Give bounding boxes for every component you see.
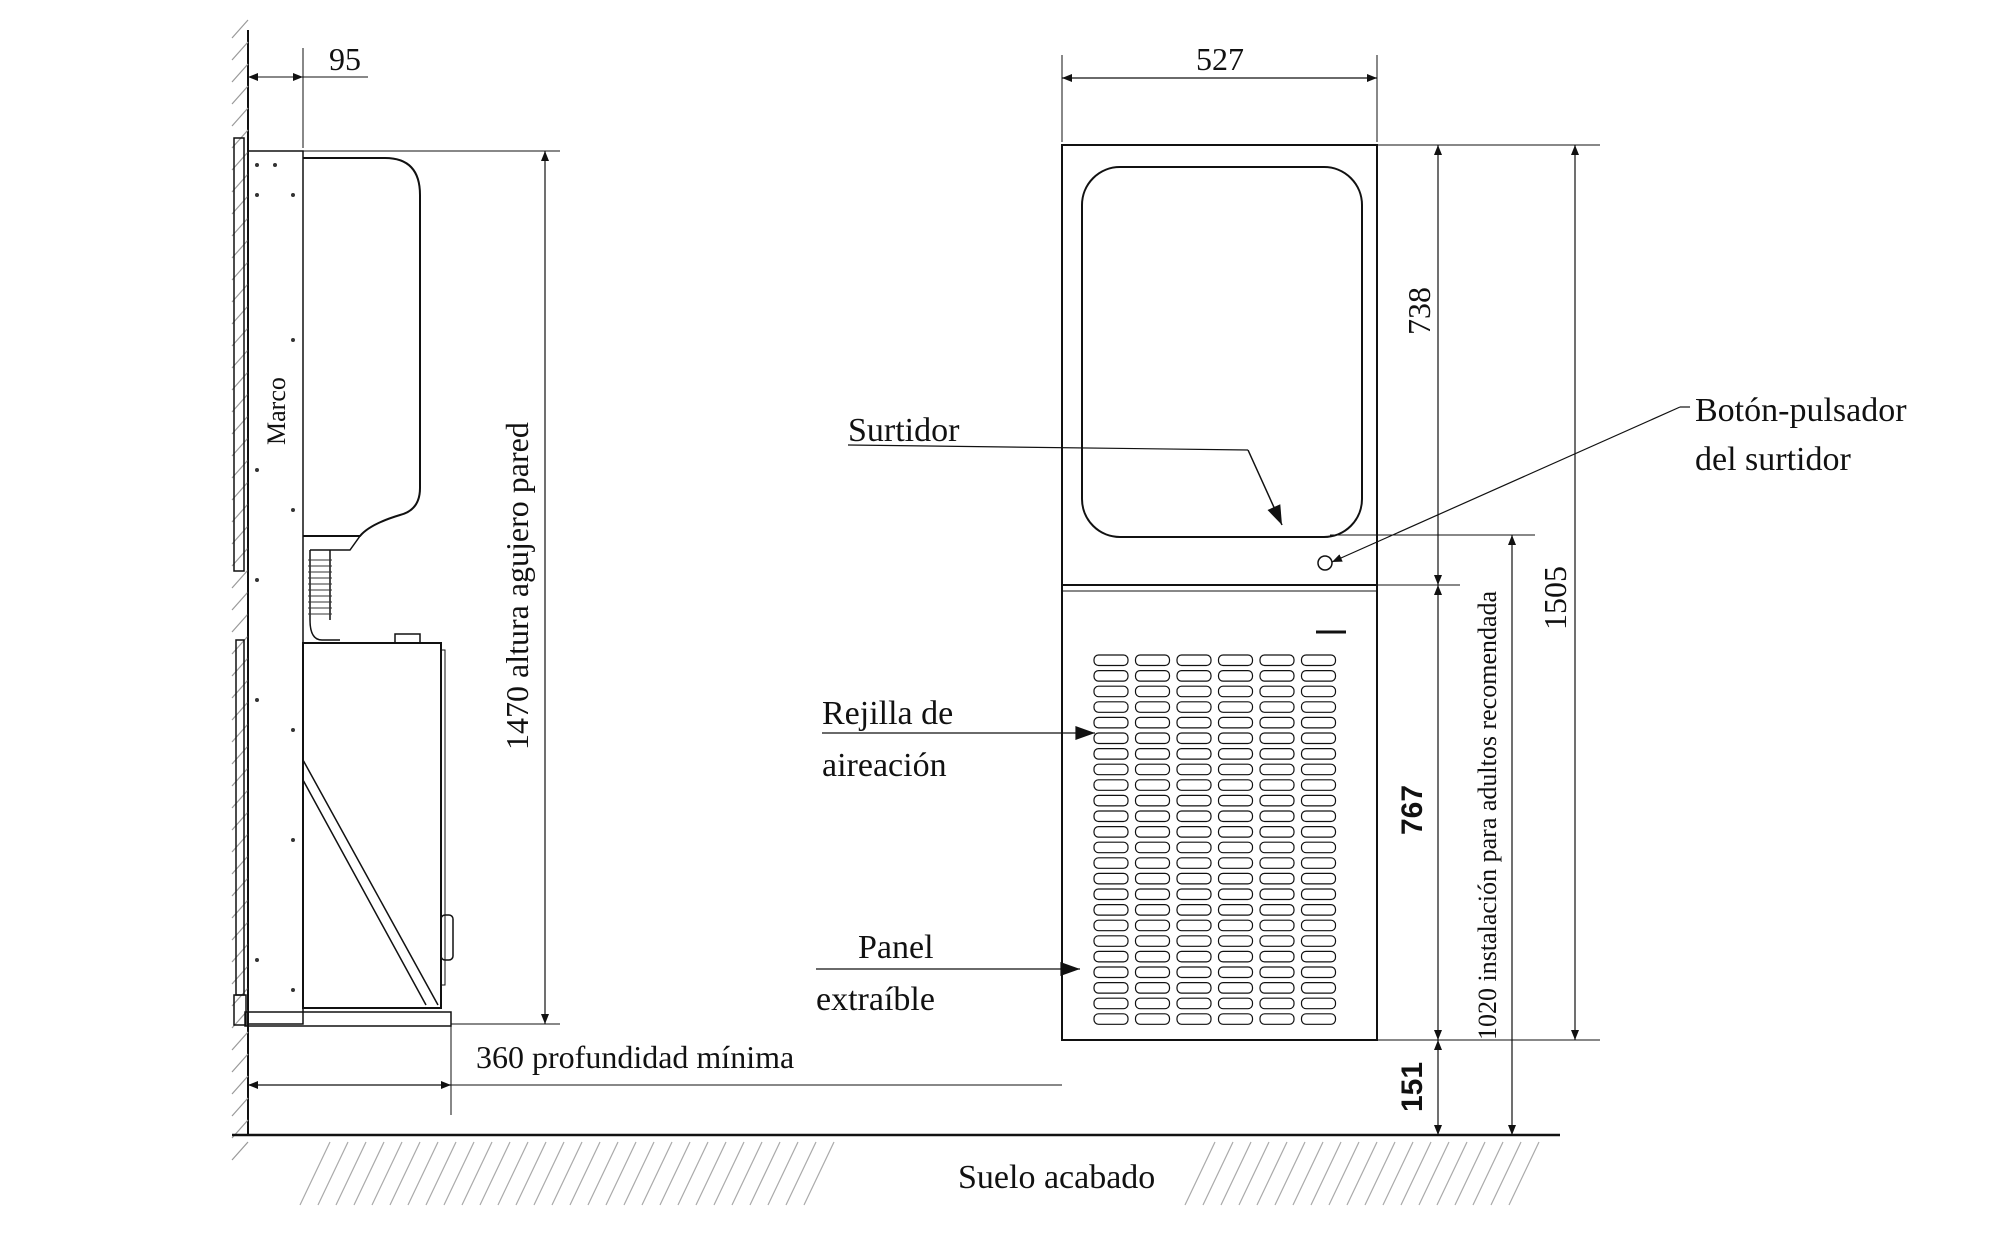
lower-panel [1061, 584, 1378, 1041]
basin [1081, 166, 1363, 538]
lower-height-value: 767 [1396, 785, 1429, 835]
vent-grille-label-1: Rejilla de [822, 695, 953, 732]
wall-hole-height-value: 1470 altura agujero pared [499, 422, 535, 750]
mounting-plate [247, 150, 304, 1025]
base-plate [244, 1011, 452, 1027]
plate-screws [255, 163, 295, 992]
bracket [302, 759, 439, 1006]
spout-label: Surtidor [848, 412, 960, 449]
push-button-label-1: Botón-pulsador [1695, 392, 1907, 429]
dimension-wall-hole-height: 1470 altura agujero pared [303, 150, 560, 1025]
adult-install-height-value: 1020 instalación para adultos recomendad… [1473, 590, 1502, 1040]
dimension-lower-height: 767 [1396, 585, 1442, 1040]
upper-panel [1061, 144, 1378, 586]
dimension-adult-install-height: 1020 instalación para adultos recomendad… [1473, 535, 1516, 1135]
vent-grille-label-2: aireación [822, 747, 947, 784]
dimension-floor-clearance: 151 [1396, 1040, 1442, 1135]
bowl-profile [303, 157, 421, 537]
callout-spout: Surtidor [847, 412, 1283, 526]
extension-lines-front [1330, 144, 1600, 1041]
removable-panel-label-2: extraíble [816, 981, 935, 1018]
frame-upper [233, 137, 245, 572]
wall-offset-value: 95 [329, 41, 361, 77]
floor-clearance-value: 151 [1396, 1062, 1429, 1112]
floor-label: Suelo acabado [958, 1159, 1155, 1196]
removable-panel-label-1: Panel [858, 929, 934, 966]
push-button-label-2: del surtidor [1695, 441, 1851, 478]
dimension-total-height: 1505 [1537, 145, 1579, 1040]
vent-grille [1093, 654, 1337, 1025]
frame-label: Marco [262, 377, 291, 445]
upper-height-value: 738 [1401, 287, 1437, 335]
callout-push-button: Botón-pulsador del surtidor [1331, 392, 1907, 563]
min-depth-value: 360 profundidad mínima [476, 1039, 794, 1075]
side-view: Marco [233, 137, 454, 1027]
dimension-width: 527 [1061, 41, 1378, 142]
total-height-value: 1505 [1537, 566, 1573, 630]
callout-removable-panel: Panel extraíble [816, 929, 1080, 1018]
dimension-upper-height: 738 [1401, 145, 1442, 585]
floor [232, 1133, 1560, 1206]
push-button [1317, 555, 1333, 571]
cabinet-profile [302, 642, 442, 1009]
dimension-min-depth: 360 profundidad mínima [248, 1026, 1062, 1115]
callout-vent-grille: Rejilla de aireación [822, 695, 1095, 784]
dimension-wall-offset: 95 [248, 41, 368, 148]
width-value: 527 [1196, 41, 1244, 77]
front-view [1061, 144, 1378, 1041]
